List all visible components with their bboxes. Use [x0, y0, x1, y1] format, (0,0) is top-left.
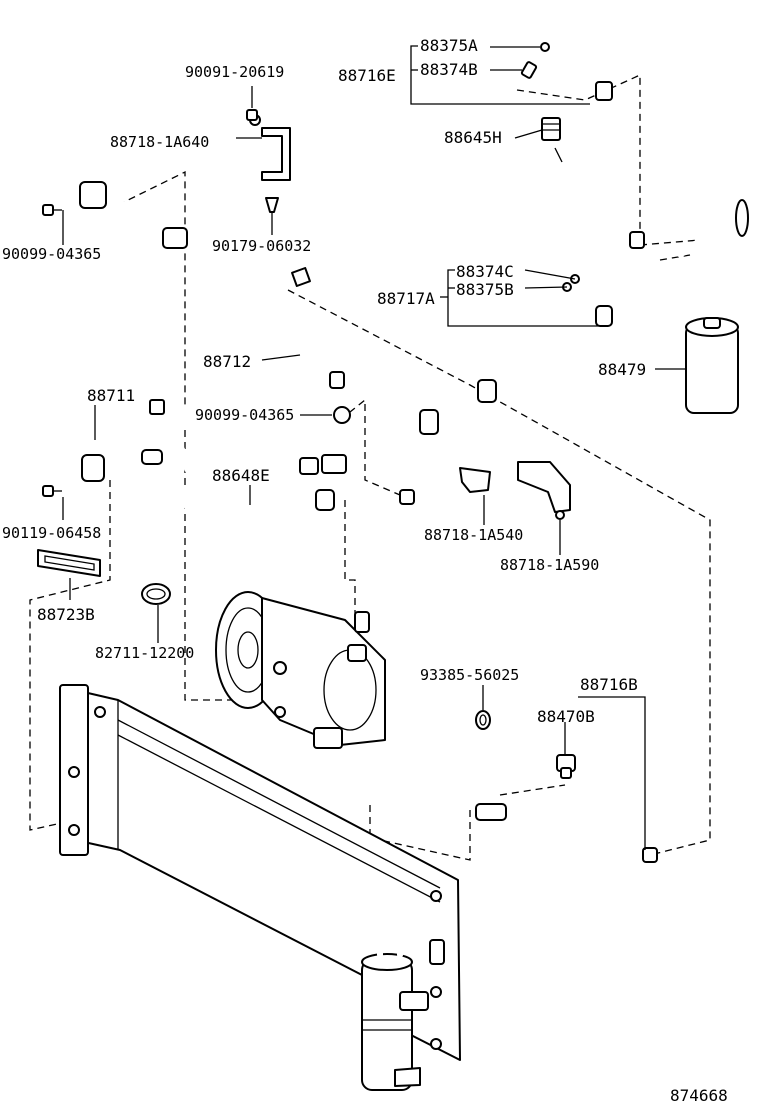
label-90119-06458: 90119-06458: [2, 524, 101, 542]
clamp-88718-1A540: [459, 467, 491, 493]
pressure-switch-88645H: [514, 117, 561, 141]
label-88718-1A640: 88718-1A640: [110, 133, 209, 151]
pipe-88716E: [291, 81, 615, 287]
gasket-88723B: [37, 549, 101, 577]
label-82711-12200: 82711-12200: [95, 644, 194, 662]
nut-90099-04365-mid: [333, 406, 351, 424]
bolt-90099-04365-top: [42, 204, 62, 216]
clip-90179-06032: [265, 197, 279, 213]
label-88648E: 88648E: [212, 466, 270, 485]
label-88716E: 88716E: [338, 66, 396, 85]
clamp-88718-1A590: [517, 461, 571, 520]
label-88375B: 88375B: [456, 280, 514, 299]
label-88470B: 88470B: [537, 707, 595, 726]
label-93385-56025: 93385-56025: [420, 666, 519, 684]
label-88717A: 88717A: [377, 289, 435, 308]
label-90099-04365-mid: 90099-04365: [195, 406, 294, 424]
label-88716B: 88716B: [580, 675, 638, 694]
label-90179-06032: 90179-06032: [212, 237, 311, 255]
valve-cap-88375A: [490, 42, 550, 52]
compressor: [215, 591, 386, 749]
diagram-number: 874668: [670, 1086, 728, 1105]
label-88718-1A590: 88718-1A590: [500, 556, 599, 574]
condenser: [59, 684, 461, 1091]
hose-88711: [76, 419, 326, 551]
label-88479: 88479: [598, 360, 646, 379]
valve-88470B: [556, 754, 576, 779]
label-88645H: 88645H: [444, 128, 502, 147]
bracket-88718-1A640: [249, 114, 291, 181]
receiver-connectors: [675, 199, 749, 257]
hose-88712: [79, 181, 345, 389]
valve-core-88374B: [490, 61, 538, 79]
label-88723B: 88723B: [37, 605, 95, 624]
label-88374C: 88374C: [456, 262, 514, 281]
receiver-88479: [685, 317, 739, 414]
o-ring-93385-56025: [475, 710, 491, 730]
label-88374B: 88374B: [420, 60, 478, 79]
clamp-82711-12200: [141, 583, 171, 605]
bolt-90119-06458: [42, 485, 62, 497]
hose-88648E: [149, 399, 347, 525]
leader-lines: [62, 45, 686, 850]
label-88375A: 88375A: [420, 36, 478, 55]
pipe-88716B: [475, 803, 658, 894]
bolt-90091-20619: [246, 86, 258, 121]
part-labels: 88375A 88374B 88716E 90091-20619 88645H …: [2, 36, 728, 1105]
label-88718-1A540: 88718-1A540: [424, 526, 523, 544]
label-90091-20619: 90091-20619: [185, 63, 284, 81]
label-88711: 88711: [87, 386, 135, 405]
label-88712: 88712: [203, 352, 251, 371]
label-90099-04365-top: 90099-04365: [2, 245, 101, 263]
